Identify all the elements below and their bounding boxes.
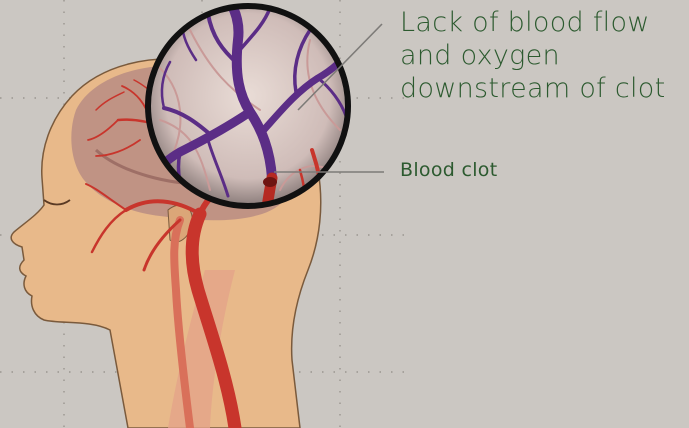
ischemia-label-line-2: and oxygen <box>400 39 666 72</box>
ischemia-label-line-3: downstream of clot <box>400 72 666 105</box>
ischemia-label: Lack of blood flow and oxygen downstream… <box>400 6 666 105</box>
blood-clot-label: Blood clot <box>400 158 497 182</box>
blood-clot-mark <box>263 177 277 187</box>
ischemia-label-line-1: Lack of blood flow <box>400 6 666 39</box>
